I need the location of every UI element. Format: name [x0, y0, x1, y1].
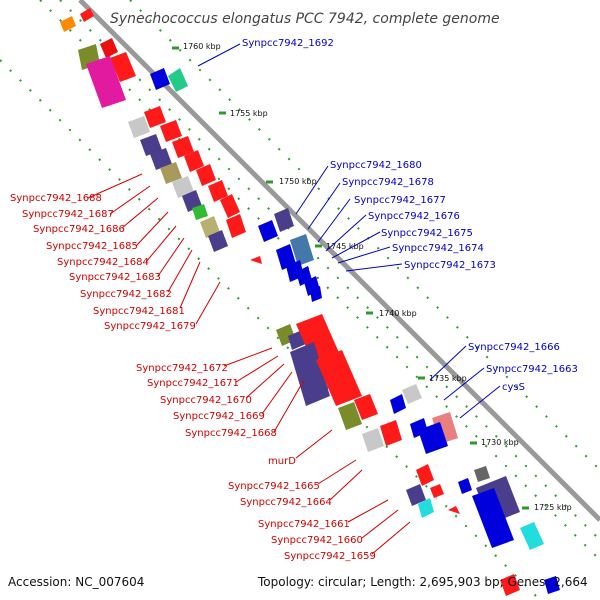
gene-label: Synpcc7942_1681 — [93, 306, 185, 317]
kbp-tick-labels: 1760 kbp 1755 kbp 1750 kbp 1745 kbp 1740… — [183, 42, 572, 512]
gene-label: Synpcc7942_1673 — [404, 260, 496, 271]
gene-label: Synpcc7942_1678 — [342, 177, 434, 188]
reverse-strand-genes — [60, 8, 460, 518]
gene-label: Synpcc7942_1682 — [80, 289, 172, 300]
forward-gene-labels: Synpcc7942_1692 Synpcc7942_1680 Synpcc79… — [242, 38, 578, 393]
gene-label: Synpcc7942_1686 — [33, 224, 125, 235]
gene-label: cysS — [502, 382, 525, 393]
reverse-leader-lines — [87, 173, 411, 555]
genome-backbone — [78, 0, 600, 522]
tick-label: 1735 kbp — [429, 374, 467, 383]
gene-label: Synpcc7942_1669 — [173, 411, 265, 422]
reverse-gene-labels: Synpcc7942_1688 Synpcc7942_1687 Synpcc79… — [10, 193, 376, 562]
gene-label: Synpcc7942_1680 — [330, 160, 422, 171]
gene-label: Synpcc7942_1674 — [392, 243, 484, 254]
tick-label: 1730 kbp — [481, 438, 519, 447]
gene-label: Synpcc7942_1659 — [284, 551, 376, 562]
gene-label: Synpcc7942_1685 — [46, 241, 138, 252]
gene-label: Synpcc7942_1688 — [10, 193, 102, 204]
gene-label: Synpcc7942_1677 — [354, 195, 446, 206]
gene-label: Synpcc7942_1671 — [147, 378, 239, 389]
gene-label: Synpcc7942_1670 — [160, 395, 252, 406]
kbp-ticks — [172, 46, 529, 510]
tick-label: 1760 kbp — [183, 42, 221, 51]
accession-text: Accession: NC_007604 — [8, 575, 144, 589]
gene-label: Synpcc7942_1660 — [271, 535, 363, 546]
tick-label: 1725 kbp — [534, 503, 572, 512]
forward-leader-lines — [197, 43, 501, 419]
gene-label: Synpcc7942_1661 — [258, 519, 350, 530]
genome-summary-text: Topology: circular; Length: 2,695,903 bp… — [257, 575, 588, 589]
forward-strand-genes — [150, 68, 560, 596]
gene-label: Synpcc7942_1664 — [240, 497, 332, 508]
tick-label: 1740 kbp — [379, 309, 417, 318]
tick-label: 1745 kbp — [326, 242, 364, 251]
gene-label: Synpcc7942_1675 — [381, 228, 473, 239]
gene-label: Synpcc7942_1684 — [57, 257, 149, 268]
gene-label: Synpcc7942_1663 — [486, 364, 578, 375]
gene-label: Synpcc7942_1676 — [368, 211, 460, 222]
genome-title: Synechococcus elongatus PCC 7942, comple… — [110, 11, 500, 27]
gene-label: murD — [268, 456, 296, 467]
gene-label: Synpcc7942_1683 — [69, 272, 161, 283]
tick-label: 1755 kbp — [230, 109, 268, 118]
gene-label: Synpcc7942_1665 — [228, 481, 320, 492]
gene-label: Synpcc7942_1692 — [242, 38, 334, 49]
tick-label: 1750 kbp — [279, 177, 317, 186]
gene-label: Synpcc7942_1666 — [468, 342, 560, 353]
gene-label: Synpcc7942_1668 — [185, 428, 277, 439]
gene-label: Synpcc7942_1679 — [104, 321, 196, 332]
gene-label: Synpcc7942_1687 — [22, 209, 114, 220]
gene-label: Synpcc7942_1672 — [136, 363, 228, 374]
